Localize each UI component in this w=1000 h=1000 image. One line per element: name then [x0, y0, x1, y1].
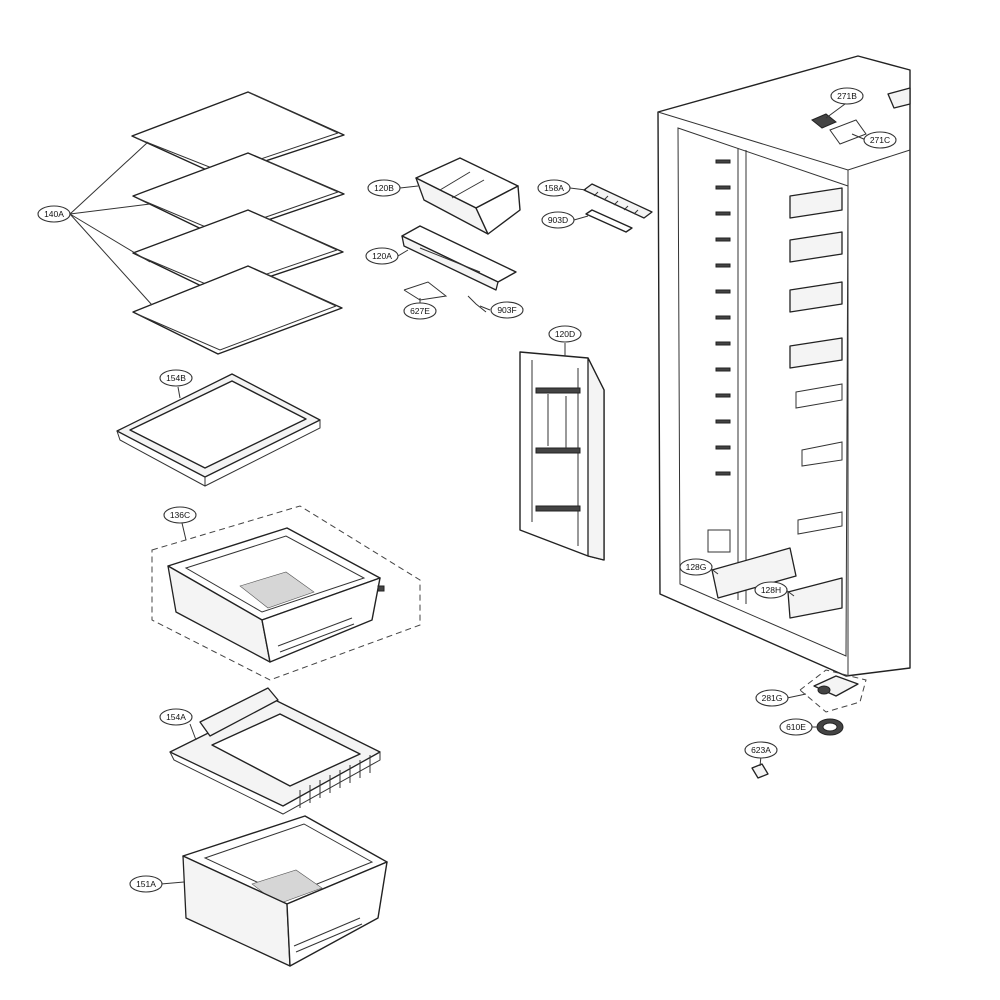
leader-903D	[573, 215, 589, 221]
callout-158A: 158A	[537, 179, 571, 197]
glass-shelf-3[interactable]	[132, 209, 344, 295]
callout-623A: 623A	[744, 741, 778, 759]
wire-harness-627E[interactable]	[403, 281, 448, 301]
crisper-drawer-136C[interactable]	[167, 527, 385, 663]
svg-text:158A: 158A	[544, 183, 564, 193]
callout-271B: 271B	[830, 87, 864, 105]
freezer-side-rails	[715, 159, 731, 476]
svg-text:128H: 128H	[761, 585, 781, 595]
leader-lines-140A	[69, 141, 153, 306]
leader-281G	[786, 693, 807, 699]
svg-text:271B: 271B	[837, 91, 857, 101]
svg-text:627E: 627E	[410, 306, 430, 316]
svg-text:903D: 903D	[548, 215, 568, 225]
callout-903F: 903F	[490, 301, 524, 319]
svg-text:610E: 610E	[786, 722, 806, 732]
leader-154B	[177, 386, 181, 399]
callout-154A: 154A	[159, 708, 193, 726]
wire-clip-903F[interactable]	[467, 295, 487, 313]
svg-text:136C: 136C	[170, 510, 190, 520]
callout-128H: 128H	[754, 581, 788, 599]
bottom-drawer-151A[interactable]	[182, 815, 388, 967]
duct-cover-158A[interactable]	[583, 183, 653, 219]
hinge-group-outline-281G	[799, 669, 867, 713]
leader-154A	[189, 723, 197, 741]
fresh-food-shelf-supports	[789, 187, 843, 535]
leader-158A	[569, 187, 587, 191]
leader-271B	[825, 103, 846, 119]
callout-903D: 903D	[541, 211, 575, 229]
callout-128G: 128G	[679, 558, 713, 576]
svg-text:903F: 903F	[497, 305, 516, 315]
leader-120A	[397, 249, 409, 257]
svg-text:120D: 120D	[555, 329, 575, 339]
callout-136C: 136C	[163, 506, 197, 524]
door-panel-120D[interactable]	[519, 351, 605, 561]
leader-151A	[160, 881, 185, 885]
callout-140A: 140A	[37, 205, 71, 223]
callout-120B: 120B	[367, 179, 401, 197]
drawer-group-outline-136C	[151, 505, 421, 681]
svg-text:151A: 151A	[136, 879, 156, 889]
hinge-cover-271C[interactable]	[829, 119, 867, 145]
callout-120A: 120A	[365, 247, 399, 265]
callout-151A: 151A	[129, 875, 163, 893]
callout-120D: 120D	[548, 325, 582, 343]
gasket-strip-903D[interactable]	[585, 209, 633, 233]
ice-bucket-housing-120B[interactable]	[415, 157, 521, 235]
callout-271C: 271C	[863, 131, 897, 149]
svg-text:281G: 281G	[762, 693, 783, 703]
svg-text:120A: 120A	[372, 251, 392, 261]
callout-627E: 627E	[403, 302, 437, 320]
svg-text:154B: 154B	[166, 373, 186, 383]
svg-text:154A: 154A	[166, 712, 186, 722]
callout-281G: 281G	[755, 689, 789, 707]
svg-text:271C: 271C	[870, 135, 890, 145]
callout-154B: 154B	[159, 369, 193, 387]
leveling-leg-623A[interactable]	[751, 763, 769, 779]
svg-text:140A: 140A	[44, 209, 64, 219]
svg-text:128G: 128G	[686, 562, 707, 572]
shelf-frame-154B[interactable]	[116, 373, 321, 487]
svg-text:120B: 120B	[374, 183, 394, 193]
callout-610E: 610E	[779, 718, 813, 736]
refrigerator-cabinet	[657, 55, 911, 677]
lower-hinge-281G[interactable]	[813, 675, 859, 697]
svg-text:623A: 623A	[751, 745, 771, 755]
hinge-271B[interactable]	[811, 113, 837, 129]
leader-120B	[399, 185, 419, 189]
ice-maker-bracket-120A[interactable]	[401, 225, 517, 291]
cabinet-drawer-rails	[711, 547, 843, 619]
glass-shelf-4[interactable]	[132, 265, 343, 355]
washer-610E[interactable]	[816, 718, 844, 736]
leader-136C	[181, 522, 187, 541]
leader-903F	[479, 305, 491, 311]
drawer-cover-154A[interactable]	[169, 687, 381, 815]
